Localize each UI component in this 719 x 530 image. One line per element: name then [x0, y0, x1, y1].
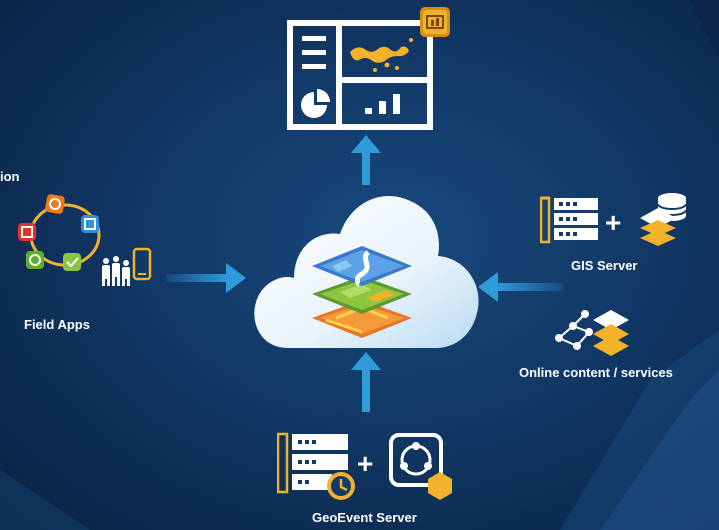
field-apps-ring-icon [17, 193, 109, 275]
arrow-up-from-geoevent [351, 352, 381, 412]
dashboard-icon [287, 20, 437, 132]
server-icon [540, 196, 600, 244]
geoevent-server-label: GeoEvent Server [312, 510, 417, 525]
geoevent-plus-sign: + [357, 448, 374, 479]
arrow-right-from-field-apps [166, 263, 246, 293]
online-content-label: Online content / services [519, 365, 673, 380]
geoevent-hex-icon [388, 432, 458, 502]
field-apps-label: Field Apps [24, 317, 90, 332]
map-layers-icon [306, 238, 418, 350]
arrow-left-from-gis-server [478, 272, 563, 302]
server-clock-icon [277, 432, 359, 502]
gis-server-label: GIS Server [571, 258, 638, 273]
gis-plus-sign: + [605, 207, 622, 238]
arrow-up-to-dashboard [351, 135, 381, 185]
database-layers-icon [636, 190, 690, 246]
field-group-partial-label: ion [0, 169, 20, 184]
network-layers-icon [553, 308, 633, 358]
dashboard-badge-icon [418, 5, 452, 39]
people-phone-icon [96, 247, 154, 287]
